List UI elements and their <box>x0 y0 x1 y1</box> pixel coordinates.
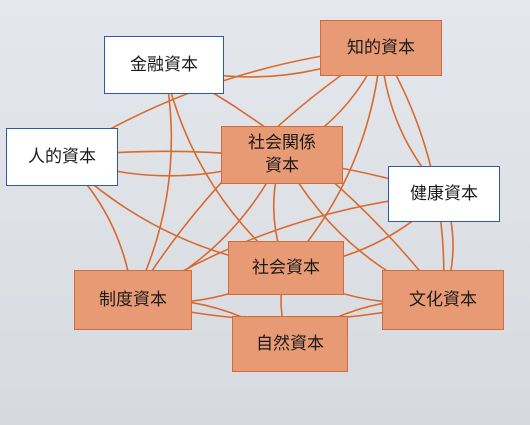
node-label: 社会関係 資本 <box>248 133 316 176</box>
node-label: 文化資本 <box>409 289 477 310</box>
node-label: 人的資本 <box>28 146 96 167</box>
node-institutional-capital: 制度資本 <box>74 270 192 330</box>
node-label: 知的資本 <box>347 37 415 58</box>
node-label: 制度資本 <box>99 289 167 310</box>
node-finance-capital: 金融資本 <box>104 36 224 94</box>
node-human-capital: 人的資本 <box>6 128 118 186</box>
node-intellectual-capital: 知的資本 <box>320 20 442 76</box>
node-label: 社会資本 <box>252 257 320 278</box>
node-label: 健康資本 <box>410 183 478 204</box>
node-social-relations-capital: 社会関係 資本 <box>221 126 343 184</box>
node-cultural-capital: 文化資本 <box>382 270 504 330</box>
node-label: 金融資本 <box>130 54 198 75</box>
node-natural-capital: 自然資本 <box>232 316 348 372</box>
edge-finance-institutional <box>132 64 173 301</box>
node-social-capital: 社会資本 <box>228 241 344 295</box>
node-label: 自然資本 <box>256 333 324 354</box>
node-health-capital: 健康資本 <box>388 166 500 222</box>
